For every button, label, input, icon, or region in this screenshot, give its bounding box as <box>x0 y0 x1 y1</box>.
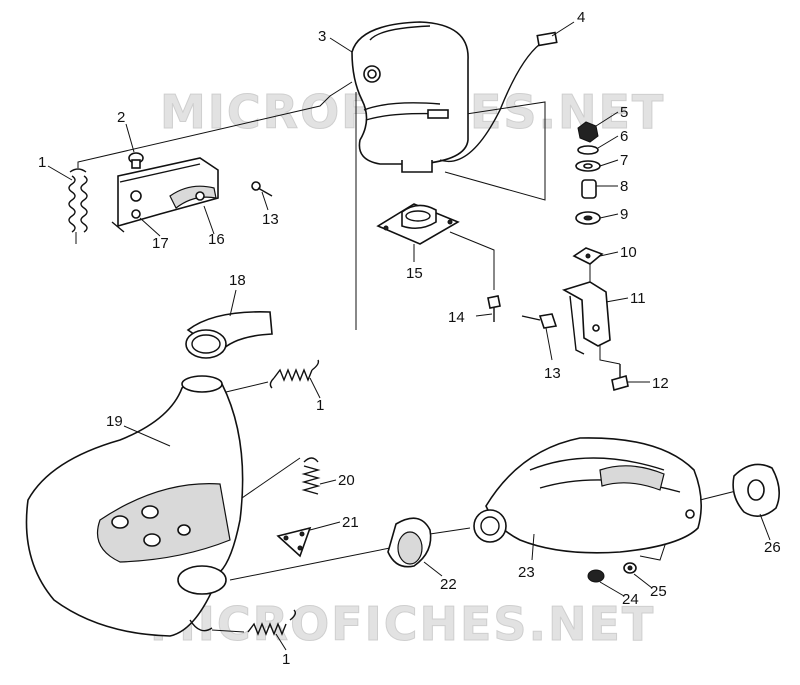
callout-2: 2 <box>117 109 125 126</box>
bracket-part-11 <box>561 281 611 355</box>
callout-17: 17 <box>152 235 169 252</box>
callout-8: 8 <box>620 178 628 195</box>
callout-26: 26 <box>764 539 781 556</box>
screw-part-13-upper <box>251 181 273 197</box>
callout-5: 5 <box>620 104 628 121</box>
grommet-plate-part-15 <box>376 203 460 245</box>
screw-part-13-lower <box>521 313 558 329</box>
spring-part-20 <box>301 457 321 495</box>
muffler-body-part-23 <box>473 437 702 554</box>
nut-part-24 <box>587 569 605 583</box>
callout-9: 9 <box>620 206 628 223</box>
cone-seal-part-22 <box>387 517 432 568</box>
spring-part-1-middle <box>269 359 320 389</box>
gasket-part-26 <box>732 463 780 517</box>
callout-19: 19 <box>106 413 123 430</box>
silencer-canister-part-3 <box>351 21 469 173</box>
callout-15: 15 <box>406 265 423 282</box>
callout-25: 25 <box>650 583 667 600</box>
callout-12: 12 <box>652 375 669 392</box>
bracket-part-16-17 <box>111 157 219 233</box>
plate-part-21 <box>276 526 312 558</box>
callout-3: 3 <box>318 28 326 45</box>
callout-numbers: 1 2 3 4 5 6 7 8 9 10 11 12 13 13 14 15 1… <box>38 9 781 668</box>
callout-6: 6 <box>620 128 628 145</box>
expansion-chamber-part-19 <box>25 375 244 637</box>
bolt-part-12 <box>611 364 629 392</box>
callout-22: 22 <box>440 576 457 593</box>
callout-7: 7 <box>620 152 628 169</box>
spring-part-1-lower <box>247 609 297 636</box>
tube-part-18 <box>185 311 273 359</box>
callout-11: 11 <box>630 290 646 307</box>
callout-21: 21 <box>342 514 359 531</box>
washer-part-25 <box>623 562 637 574</box>
watermark-bottom: MICROFICHES.NET <box>150 597 655 651</box>
callout-24: 24 <box>622 591 639 608</box>
spring-part-1-upper <box>68 168 88 233</box>
callout-1-upper: 1 <box>38 154 46 171</box>
callout-13-upper: 13 <box>262 211 279 228</box>
callout-14: 14 <box>448 309 465 326</box>
mount-stack-parts-5-10 <box>572 121 604 265</box>
callout-20: 20 <box>338 472 355 489</box>
pin-part-14 <box>487 295 501 322</box>
callout-1-lower: 1 <box>282 651 290 668</box>
callout-4: 4 <box>577 9 585 26</box>
rivet-part-2 <box>128 152 144 169</box>
callout-10: 10 <box>620 244 637 261</box>
callout-16: 16 <box>208 231 225 248</box>
callout-leaders <box>47 21 771 651</box>
callout-13-lower: 13 <box>544 365 561 382</box>
callout-23: 23 <box>518 564 535 581</box>
callout-1-middle: 1 <box>316 397 324 414</box>
callout-18: 18 <box>229 272 246 289</box>
